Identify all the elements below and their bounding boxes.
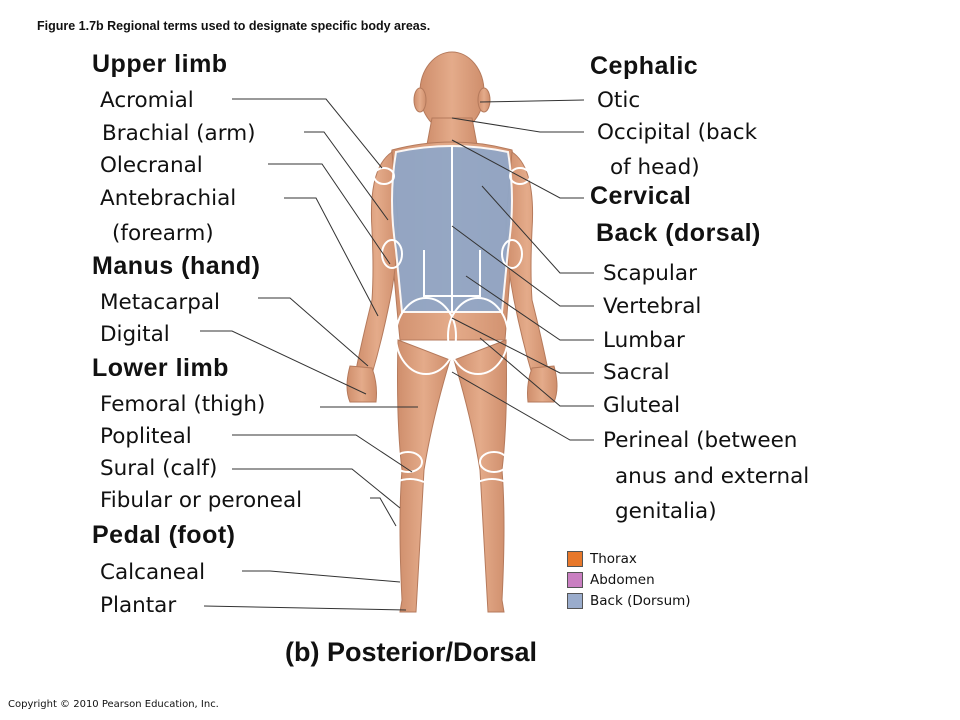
heading-back-dorsal: Back (dorsal) [596,219,761,247]
label-calcaneal: Calcaneal [100,560,206,585]
label-antebrachial-forearm: (forearm) [112,221,214,246]
label-occipital: Occipital (back [597,120,758,145]
label-sacral: Sacral [603,360,670,385]
label-sural: Sural (calf) [100,456,218,481]
label-gluteal: Gluteal [603,393,681,418]
legend-swatch-abdomen [567,572,583,588]
legend-label-back: Back (Dorsum) [590,593,691,609]
label-olecranal: Olecranal [100,153,203,178]
copyright-footer: Copyright © 2010 Pearson Education, Inc. [8,699,219,710]
legend-label-thorax: Thorax [590,551,637,567]
label-occipital-back-of-head: of head) [610,155,700,180]
heading-manus: Manus (hand) [92,252,261,280]
heading-pedal: Pedal (foot) [92,521,236,549]
label-fibular: Fibular or peroneal [100,488,303,513]
label-metacarpal: Metacarpal [100,290,221,315]
label-scapular: Scapular [603,261,697,286]
label-femoral: Femoral (thigh) [100,392,266,417]
label-plantar: Plantar [100,593,177,618]
body-silhouette [346,51,558,613]
legend-item-abdomen: Abdomen [567,572,655,588]
label-popliteal: Popliteal [100,424,192,449]
figure-caption: Figure 1.7b Regional terms used to desig… [37,19,431,33]
legend-label-abdomen: Abdomen [590,572,655,588]
label-lumbar: Lumbar [603,328,685,353]
legend-swatch-thorax [567,551,583,567]
heading-lower-limb: Lower limb [92,354,229,382]
leader-lines [200,98,594,611]
legend-item-thorax: Thorax [567,551,637,567]
heading-cephalic: Cephalic [590,52,699,80]
label-perineal: Perineal (between [603,428,798,453]
region-outlines [373,146,531,483]
label-otic: Otic [597,88,641,113]
legend-item-back: Back (Dorsum) [567,593,691,609]
heading-upper-limb: Upper limb [92,50,228,78]
view-title: (b) Posterior/Dorsal [285,637,538,667]
label-digital: Digital [100,322,170,347]
label-brachial: Brachial (arm) [102,121,256,146]
heading-cervical: Cervical [590,182,692,210]
label-perineal-line2: anus and external [615,464,810,489]
label-antebrachial: Antebrachial [100,186,237,211]
legend-swatch-back [567,593,583,609]
label-acromial: Acromial [100,88,194,113]
label-vertebral: Vertebral [603,294,702,319]
label-perineal-line3: genitalia) [615,499,717,524]
